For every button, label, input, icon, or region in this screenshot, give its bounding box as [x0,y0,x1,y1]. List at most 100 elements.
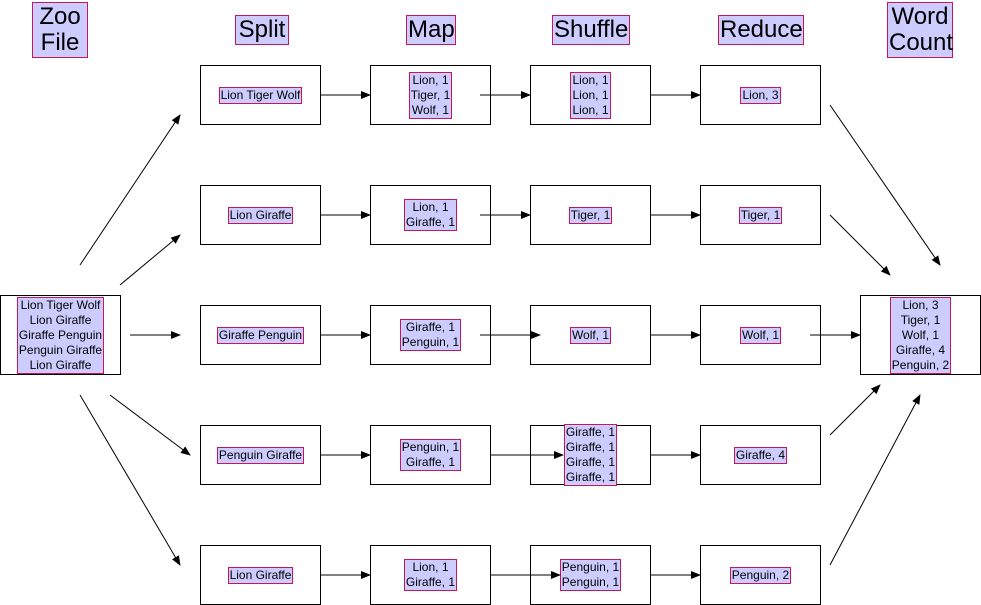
map-line: Lion, 1 [412,200,449,214]
header-word-count-line-1: Word [891,3,949,30]
reduce-label: Wolf, 1 [739,326,782,344]
split-label: Lion Giraffe [227,206,294,224]
shuffle-line: Tiger, 1 [570,207,611,222]
map-label: Giraffe, 1 Penguin, 1 [399,319,462,351]
output-word-count-box: Lion, 3 Tiger, 1 Wolf, 1 Giraffe, 4 Peng… [860,295,981,375]
split-line: Lion Giraffe [229,207,292,222]
map-line: Penguin, 1 [401,335,460,349]
header-split-label: Split [238,16,286,43]
input-line: Lion Giraffe [29,312,92,327]
map-line: Lion, 1 [412,560,449,574]
reduce-line: Penguin, 2 [731,567,790,582]
map-box-4: Penguin, 1 Giraffe, 1 [370,425,491,485]
map-line: Tiger, 1 [410,87,451,102]
split-box-3: Giraffe Penguin [200,305,321,365]
arrow-input-to-split-4 [109,394,191,456]
shuffle-label: Tiger, 1 [568,206,613,224]
reduce-line: Lion, 3 [742,87,779,102]
header-shuffle: Shuffle [552,15,630,45]
map-line: Lion, 1 [412,72,449,87]
shuffle-line: Giraffe, 1 [565,425,616,439]
input-line: Lion Giraffe [29,357,92,372]
header-map-label: Map [408,16,455,43]
map-box-5: Lion, 1 Giraffe, 1 [370,545,491,605]
map-box-1: Lion, 1 Tiger, 1 Wolf, 1 [370,65,491,125]
split-box-5: Lion Giraffe [200,545,321,605]
header-split: Split [235,15,289,45]
shuffle-line: Lion, 1 [572,87,609,102]
arrow-reduce-to-output-4 [829,384,881,436]
map-line: Giraffe, 1 [405,575,456,589]
map-label: Penguin, 1 Giraffe, 1 [399,439,462,471]
header-zoo-file: Zoo File [32,2,88,58]
map-line: Wolf, 1 [411,102,450,117]
map-line: Giraffe, 1 [405,455,456,469]
reduce-label: Giraffe, 4 [733,446,788,464]
input-line: Giraffe Penguin [18,327,103,342]
shuffle-box-3: Wolf, 1 [530,305,651,365]
map-box-3: Giraffe, 1 Penguin, 1 [370,305,491,365]
shuffle-label: Giraffe, 1 Giraffe, 1 Giraffe, 1 Giraffe… [563,424,618,486]
shuffle-line: Giraffe, 1 [565,455,616,469]
split-line: Giraffe Penguin [218,327,303,342]
map-line: Penguin, 1 [401,440,460,454]
arrow-reduce-to-output-5 [829,394,921,566]
split-line: Lion Tiger Wolf [220,87,301,102]
output-label: Lion, 3 Tiger, 1 Wolf, 1 Giraffe, 4 Peng… [889,296,952,374]
reduce-box-1: Lion, 3 [700,65,821,125]
arrow-input-to-split-2 [119,234,181,286]
shuffle-line: Giraffe, 1 [565,470,616,484]
output-line: Penguin, 2 [891,357,950,372]
shuffle-label: Wolf, 1 [569,326,612,344]
split-label: Giraffe Penguin [216,326,305,344]
header-word-count: Word Count [887,2,953,58]
arrow-input-to-split-5 [79,394,181,566]
split-line: Lion Giraffe [229,567,292,582]
shuffle-line: Penguin, 1 [561,560,620,574]
reduce-label: Tiger, 1 [738,206,783,224]
reduce-line: Tiger, 1 [740,207,781,222]
reduce-label: Lion, 3 [740,86,781,104]
shuffle-line: Wolf, 1 [571,327,610,342]
output-line: Tiger, 1 [900,312,941,327]
arrow-reduce-to-output-2 [829,214,891,276]
output-line: Giraffe, 4 [895,342,946,357]
split-line: Penguin Giraffe [218,447,303,462]
shuffle-line: Lion, 1 [572,102,609,117]
reduce-line: Wolf, 1 [741,327,780,342]
split-label: Penguin Giraffe [216,446,305,464]
input-line: Penguin Giraffe [18,342,103,357]
reduce-box-4: Giraffe, 4 [700,425,821,485]
shuffle-label: Lion, 1 Lion, 1 Lion, 1 [570,71,611,119]
map-line: Giraffe, 1 [405,320,456,334]
map-label: Lion, 1 Tiger, 1 Wolf, 1 [408,71,453,119]
reduce-label: Penguin, 2 [729,566,792,584]
header-reduce-label: Reduce [720,16,803,43]
arrow-reduce-to-output-1 [829,104,941,266]
arrow-input-to-split-1 [79,114,181,266]
shuffle-line: Lion, 1 [572,72,609,87]
input-line: Lion Tiger Wolf [20,297,101,312]
shuffle-box-2: Tiger, 1 [530,185,651,245]
header-shuffle-label: Shuffle [554,16,629,43]
header-map: Map [406,15,456,45]
split-box-2: Lion Giraffe [200,185,321,245]
shuffle-line: Penguin, 1 [561,575,620,589]
header-word-count-line-2: Count [889,29,954,56]
split-box-1: Lion Tiger Wolf [200,65,321,125]
header-zoo-file-line-1: Zoo [39,3,81,30]
shuffle-line: Giraffe, 1 [565,440,616,454]
output-line: Wolf, 1 [901,327,940,342]
map-line: Giraffe, 1 [405,215,456,229]
reduce-line: Giraffe, 4 [735,447,786,462]
header-zoo-file-line-2: File [40,29,80,56]
input-file-box: Lion Tiger Wolf Lion Giraffe Giraffe Pen… [0,295,121,375]
output-line: Lion, 3 [902,297,939,312]
split-label: Lion Tiger Wolf [218,86,303,104]
header-reduce: Reduce [718,15,804,45]
reduce-box-3: Wolf, 1 [700,305,821,365]
shuffle-label: Penguin, 1 Penguin, 1 [559,559,622,591]
split-label: Lion Giraffe [227,566,294,584]
split-box-4: Penguin Giraffe [200,425,321,485]
